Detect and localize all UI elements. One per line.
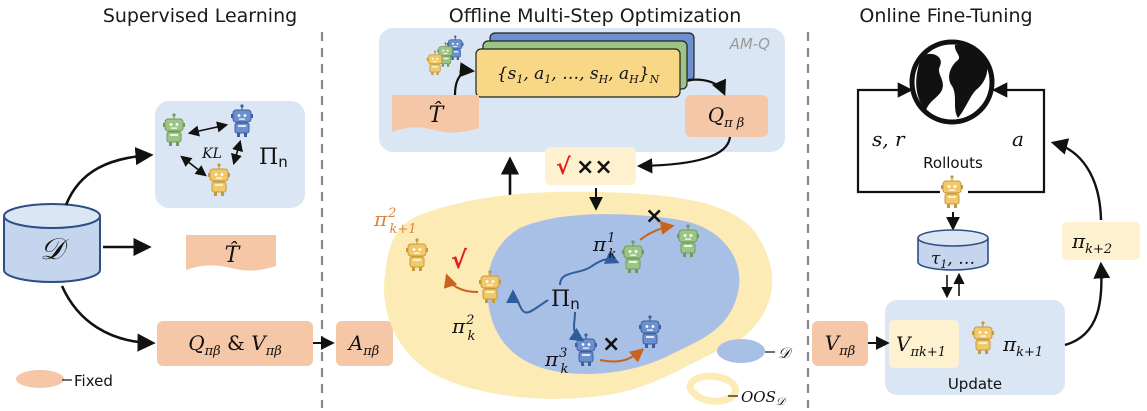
globe-icon xyxy=(909,39,995,125)
legend-dataset-label: 𝒟 xyxy=(778,344,793,362)
legend-dataset-swatch xyxy=(717,339,765,363)
action-label: a xyxy=(1012,127,1024,151)
amq-label: AM-Q xyxy=(729,35,771,53)
arrow-policy-k1-step xyxy=(639,220,675,241)
transition-model-label: T̂ xyxy=(225,242,242,268)
arrow-trajectories-to-q xyxy=(687,78,727,96)
check-mark-k2: √ xyxy=(451,246,468,274)
q-value-box xyxy=(685,95,768,137)
kl-arrow xyxy=(231,139,243,166)
state-reward-label: s, r xyxy=(872,127,906,151)
arrow-update-to-next-policy xyxy=(1064,261,1111,347)
transition-model-box xyxy=(186,235,276,271)
trajectory-stack-front xyxy=(475,48,681,98)
loop-right xyxy=(968,82,1046,194)
arrow-to-policy-k1 xyxy=(559,251,620,286)
legend-oos-label: OOS𝒟 xyxy=(741,388,787,408)
update-label: Update xyxy=(948,375,1002,393)
section-title-offline: Offline Multi-Step Optimization xyxy=(449,5,742,27)
update-value-box xyxy=(889,320,959,368)
selection-check: √ xyxy=(556,155,571,180)
value-function-label: Qπβ & Vπβ xyxy=(188,331,282,359)
arrow-dataset-to-values xyxy=(60,285,156,352)
robot-icon xyxy=(940,174,964,209)
cross-mark-k1: × xyxy=(645,204,663,229)
kl-label: KL xyxy=(201,146,222,162)
legend-fixed-swatch xyxy=(16,370,64,388)
buffer-label: τ1, … xyxy=(931,249,975,271)
loop-left xyxy=(856,82,940,194)
legend-fixed-label: Fixed xyxy=(74,372,113,390)
selection-crosses: ×× xyxy=(576,155,613,180)
kl-arrow xyxy=(187,121,229,137)
arrow-next-policy-to-loop xyxy=(1050,138,1103,221)
arrow-policy-k3-step xyxy=(599,348,645,363)
transition-model-label-offline: T̂ xyxy=(429,102,446,128)
advantage-box xyxy=(336,321,393,366)
dataset-region xyxy=(487,214,740,375)
value-function-box xyxy=(157,321,313,366)
online-value-box xyxy=(812,321,868,366)
arrow-q-to-selection xyxy=(636,136,732,174)
arrow-dataset-to-policies xyxy=(64,147,154,206)
section-title-online: Online Fine-Tuning xyxy=(859,5,1032,27)
cross-mark-k3: × xyxy=(602,332,620,357)
rollouts-label: Rollouts xyxy=(923,154,983,172)
arrow-to-policy-k2 xyxy=(506,289,549,314)
transition-model-box-offline xyxy=(392,95,479,133)
legend-oos-swatch xyxy=(686,372,739,405)
section-title-supervised: Supervised Learning xyxy=(103,5,297,27)
next-policy-box xyxy=(1062,222,1140,260)
arrow-to-policy-k3 xyxy=(568,311,585,342)
kl-arrow xyxy=(180,155,207,177)
database-icon xyxy=(917,229,989,271)
arrow-policy-k2-step xyxy=(443,273,479,293)
trajectory-set-label: {s1, a1, …, sH, aH}N xyxy=(497,64,660,86)
arrow-model-to-trajectories xyxy=(453,62,476,96)
database-icon xyxy=(3,203,101,283)
selection-box xyxy=(545,147,636,185)
